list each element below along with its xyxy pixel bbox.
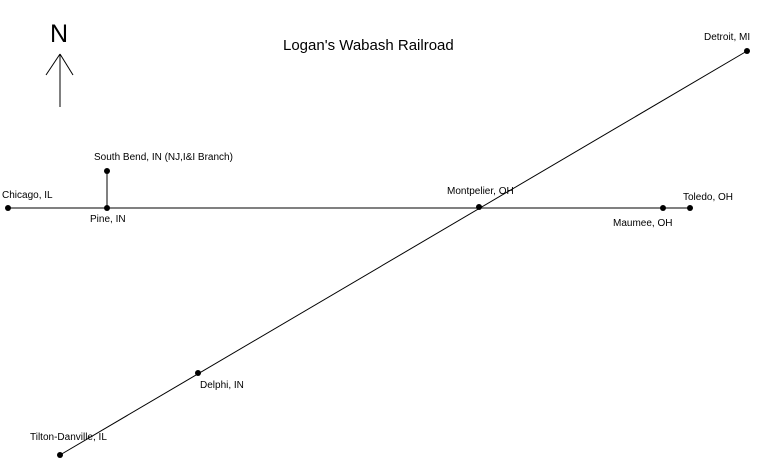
station-dot-tilton-danville bbox=[57, 452, 63, 458]
station-dot-montpelier bbox=[476, 204, 482, 210]
station-label-maumee: Maumee, OH bbox=[613, 218, 673, 229]
station-dot-south-bend bbox=[104, 168, 110, 174]
map-title: Logan's Wabash Railroad bbox=[283, 37, 454, 54]
station-dot-detroit bbox=[744, 48, 750, 54]
north-arrow-head-right bbox=[59, 53, 74, 76]
station-dot-pine bbox=[104, 205, 110, 211]
station-label-toledo: Toledo, OH bbox=[683, 192, 734, 203]
station-dot-delphi bbox=[195, 370, 201, 376]
station-label-tilton-danville: Tilton-Danville, IL bbox=[30, 432, 107, 443]
rail-line-tilton-detroit bbox=[59, 50, 748, 456]
station-label-south-bend: South Bend, IN (NJ,I&I Branch) bbox=[94, 152, 233, 163]
station-dot-toledo bbox=[687, 205, 693, 211]
station-label-chicago: Chicago, IL bbox=[2, 190, 53, 201]
station-dot-chicago bbox=[5, 205, 11, 211]
station-label-delphi: Delphi, IN bbox=[200, 380, 244, 391]
station-label-pine: Pine, IN bbox=[90, 214, 126, 225]
north-label: N bbox=[50, 20, 69, 48]
station-label-montpelier: Montpelier, OH bbox=[447, 186, 514, 197]
station-label-detroit: Detroit, MI bbox=[704, 32, 751, 43]
station-dot-maumee bbox=[660, 205, 666, 211]
north-arrow-head-left bbox=[45, 53, 61, 76]
